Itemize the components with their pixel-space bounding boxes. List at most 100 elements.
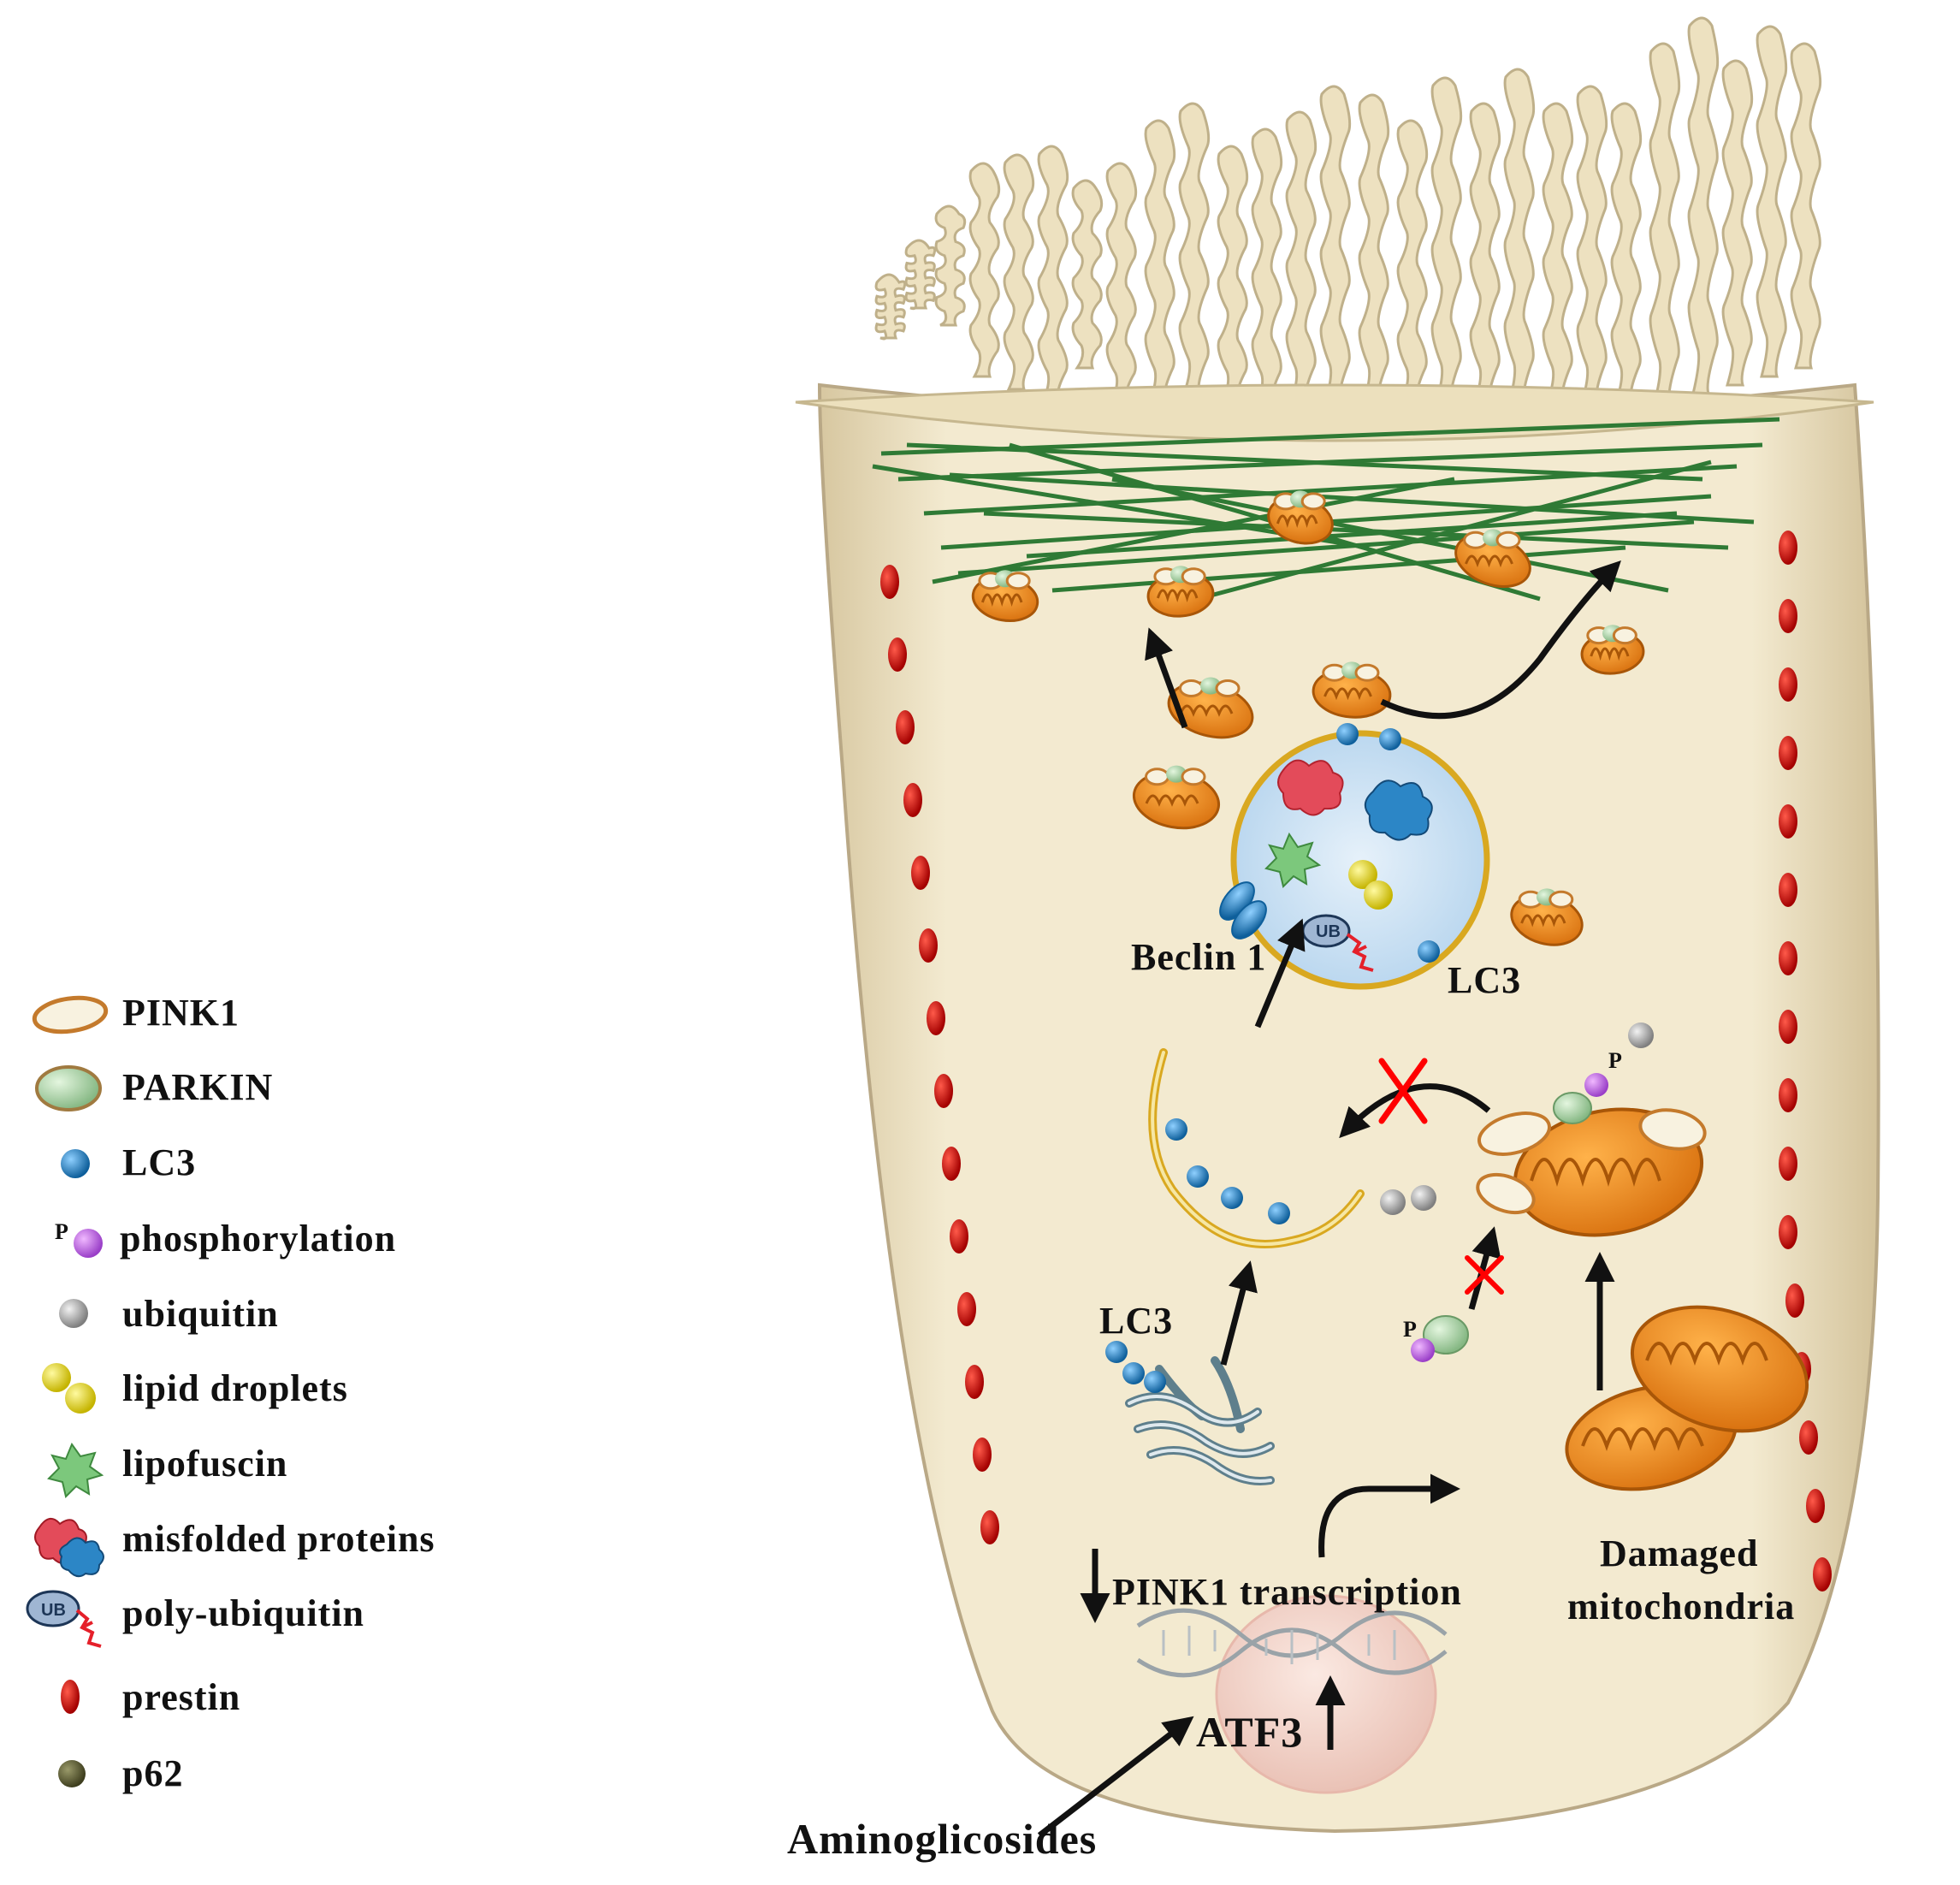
mitochondrion-cristae — [1323, 687, 1372, 701]
p-label: P — [1608, 1048, 1622, 1073]
damaged-mitochondria — [1565, 1305, 1809, 1491]
stereocilium — [904, 239, 937, 311]
pink1-molecule — [1476, 1172, 1536, 1215]
stereocilium — [1396, 119, 1429, 404]
mitochondrion-cristae — [1520, 914, 1566, 928]
legend-label-lipid-droplets: lipid droplets — [122, 1367, 348, 1409]
prestin-dot — [950, 1219, 968, 1254]
prestin-dot — [942, 1147, 961, 1181]
stereocilium — [1105, 162, 1138, 404]
phosphorylation-icon — [74, 1229, 103, 1258]
stereocilium — [1649, 42, 1681, 404]
actin-filament — [957, 519, 1695, 576]
lc3-molecule — [1268, 1202, 1290, 1224]
stereocilium — [1358, 93, 1390, 404]
prestin-dot — [903, 783, 922, 817]
stereocilium — [1721, 59, 1754, 387]
tagged-mitochondrion — [1312, 661, 1392, 719]
misfolded-protein-blue — [1364, 779, 1433, 841]
label-lc3-autophagosome: LC3 — [1448, 959, 1522, 1001]
stereocilium — [1285, 110, 1318, 404]
stereocilium — [1756, 25, 1788, 378]
prestin-dot — [1813, 1557, 1832, 1592]
actin-filament — [906, 442, 1703, 482]
pink1-molecule — [1477, 1111, 1551, 1156]
lipid-droplet — [1364, 880, 1393, 910]
tagged-mitochondrion — [1146, 566, 1215, 618]
mitochondrion-cristae — [980, 593, 1023, 607]
lipofuscin-particle — [1264, 832, 1322, 888]
lc3-molecule — [1418, 940, 1440, 963]
prestin-dot — [927, 1001, 945, 1035]
inhibition-cross-icon — [1378, 1058, 1428, 1124]
prestin-dot — [1779, 736, 1797, 770]
pink1-icon — [32, 995, 109, 1034]
stereocilium — [1610, 102, 1643, 404]
pink1-molecule — [1300, 492, 1326, 511]
lc3-molecule — [1379, 728, 1401, 750]
pathway-arrows — [1037, 560, 1621, 1838]
phosphorylation-icon-letter: P — [55, 1219, 68, 1244]
p62-icon — [58, 1760, 86, 1787]
stereocilium — [1003, 153, 1035, 391]
phosphorylation-molecule — [1584, 1073, 1608, 1097]
prestin-motors — [880, 531, 1832, 1592]
legend-label-prestin: prestin — [122, 1676, 241, 1718]
legend-icons: P UB — [26, 995, 109, 1787]
legend-label-lipofuscin: lipofuscin — [122, 1443, 288, 1485]
stereocilium — [1430, 76, 1463, 404]
prestin-dot — [965, 1365, 984, 1399]
lc3-molecule — [1221, 1187, 1243, 1209]
legend-label-ubiquitin: ubiquitin — [122, 1293, 279, 1335]
prestin-dot — [980, 1510, 999, 1544]
ubiquitin-icon — [59, 1299, 88, 1328]
lc3-molecule — [1187, 1165, 1209, 1188]
mitochondrion-cristae — [1590, 647, 1630, 661]
actin-filament — [1197, 459, 1712, 602]
prestin-dot — [1779, 1010, 1797, 1044]
mitochondrion-cristae — [1179, 704, 1234, 717]
actin-filament — [932, 477, 1455, 584]
lc3-molecule — [1336, 723, 1359, 745]
misfolded-protein-red — [1277, 759, 1344, 816]
prestin-dot — [1779, 667, 1797, 702]
pink1-parkin-mitochondrion: P — [1476, 1023, 1707, 1237]
prestin-dot — [1799, 1420, 1818, 1455]
poly-ubiquitin-chain — [1346, 933, 1374, 972]
prestin-dot — [1779, 1147, 1797, 1181]
prestin-icon — [61, 1680, 80, 1714]
parkin-molecule — [1553, 1092, 1592, 1124]
lc3-molecule — [1105, 1341, 1128, 1363]
pink1-molecule — [1181, 567, 1206, 586]
phagophore — [1148, 1048, 1365, 1248]
prestin-dot — [1785, 1283, 1804, 1318]
prestin-dot — [1806, 1489, 1825, 1523]
tagged-mitochondrion — [1267, 490, 1334, 545]
prestin-dot — [888, 637, 907, 672]
pink1-molecule — [1638, 1108, 1707, 1151]
prestin-dot — [957, 1292, 976, 1326]
stereocilia — [874, 16, 1822, 408]
actin-filament — [1051, 545, 1626, 593]
prestin-dot — [973, 1437, 992, 1472]
lc3-molecule — [1165, 1118, 1187, 1141]
stereocilium — [1687, 16, 1720, 395]
phosphorylation-molecule — [1411, 1338, 1435, 1362]
label-aminoglicosides: Aminoglicosides — [787, 1815, 1098, 1863]
ub-text: UB — [1316, 922, 1341, 941]
pink1-molecule — [1181, 768, 1206, 786]
actin-filament — [1026, 511, 1678, 559]
mitochondrion-cristae — [1145, 794, 1199, 807]
label-mitochondria: mitochondria — [1567, 1586, 1796, 1627]
dna-helix — [1136, 1608, 1448, 1678]
lc3-icon — [61, 1149, 90, 1178]
p-label: P — [1403, 1317, 1417, 1342]
pink1-molecule — [1354, 663, 1380, 682]
poly-ubiquitin-icon-letter: UB — [41, 1601, 66, 1620]
label-atf3: ATF3 — [1196, 1708, 1304, 1756]
inhibition-cross-icon — [1465, 1255, 1504, 1295]
tagged-mitochondrion — [1454, 529, 1531, 588]
prestin-dot — [919, 928, 938, 963]
parkin-molecule — [1423, 1315, 1469, 1354]
stereocilium — [1503, 68, 1536, 404]
